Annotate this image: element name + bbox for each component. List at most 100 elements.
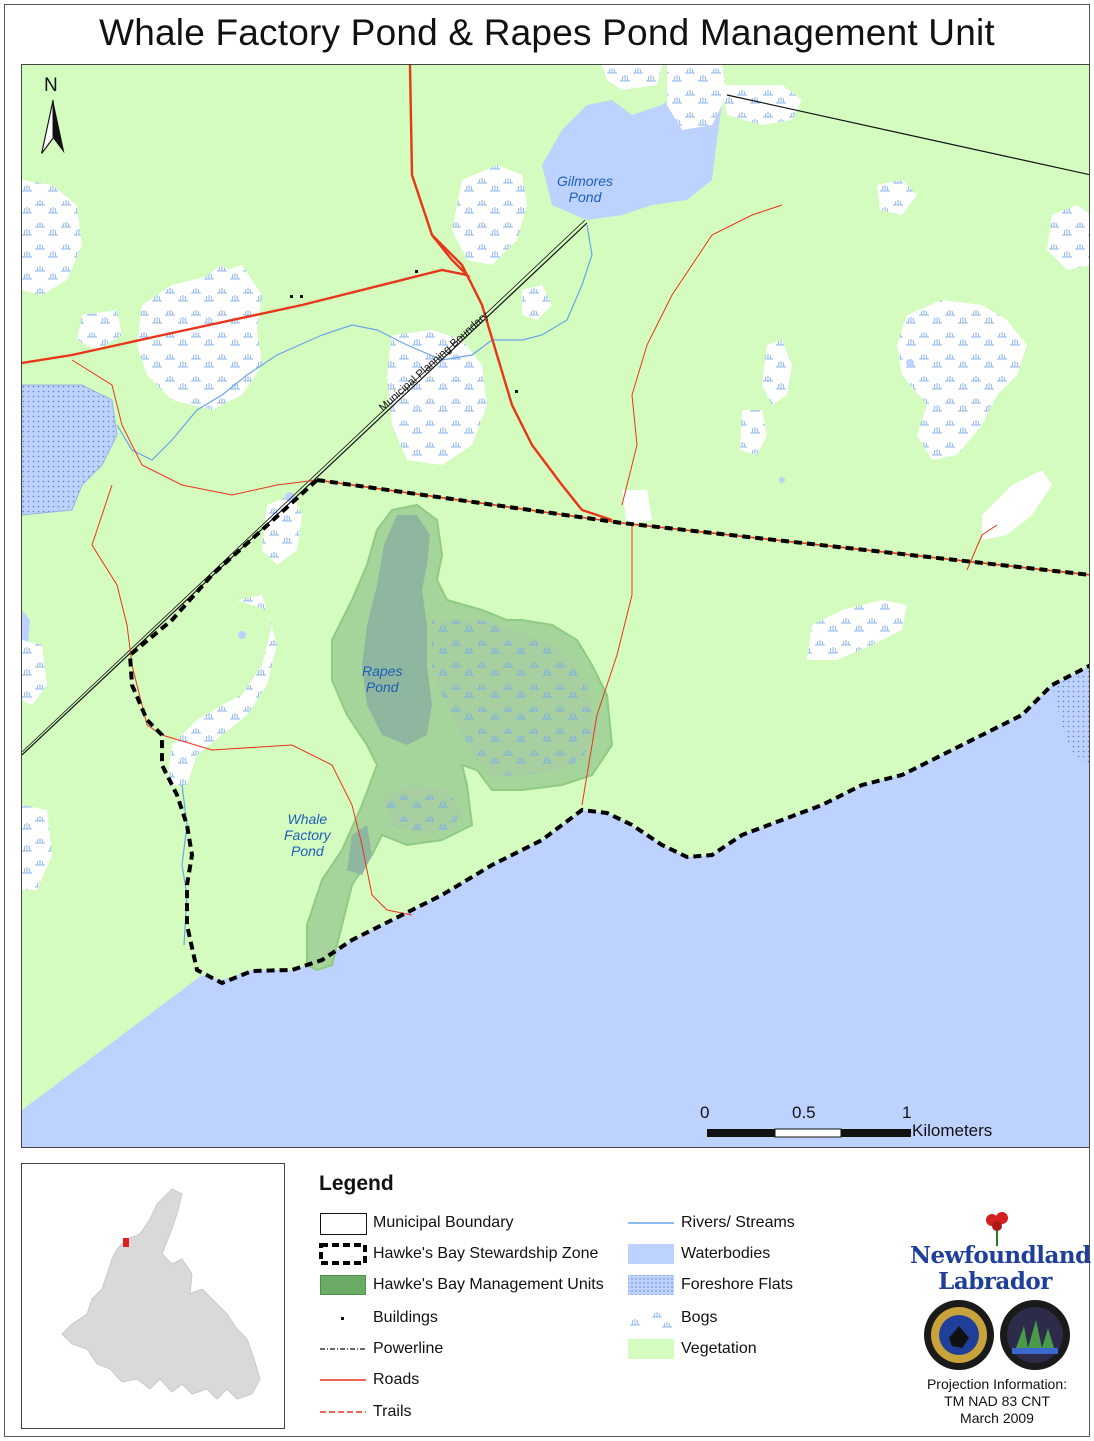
- location-marker: [123, 1238, 129, 1247]
- ocean: [22, 666, 1089, 1147]
- legend-item-bogs: Bogs: [627, 1305, 717, 1331]
- north-label: N: [44, 75, 58, 96]
- legend-item-roads: Roads: [319, 1367, 419, 1393]
- legend-label: Rivers/ Streams: [681, 1214, 795, 1231]
- building: [415, 270, 418, 273]
- building: [515, 390, 518, 393]
- management-unit-bog: [432, 620, 597, 777]
- bog: [522, 285, 552, 320]
- legend-label: Powerline: [373, 1340, 444, 1357]
- dashed-box-icon: [319, 1243, 367, 1265]
- bog: [22, 180, 82, 295]
- green-fill-icon: [319, 1274, 367, 1296]
- bog: [667, 65, 727, 130]
- provincial-seal-icon: [924, 1300, 994, 1370]
- bog: [722, 85, 802, 125]
- legend-item-powerline: Powerline: [319, 1336, 443, 1362]
- legend-item-management-units: Hawke's Bay Management Units: [319, 1272, 604, 1298]
- road: [431, 234, 613, 522]
- north-arrow-icon: [41, 99, 65, 154]
- green-light-fill-icon: [627, 1338, 675, 1360]
- box-outline-icon: [319, 1212, 367, 1235]
- newfoundland-labrador-logo: Newfoundland Labrador: [910, 1210, 1091, 1430]
- road: [22, 65, 471, 365]
- bog: [1047, 205, 1089, 270]
- legend-item-rivers: Rivers/ Streams: [627, 1210, 795, 1236]
- bog: [740, 410, 767, 455]
- legend-title: Legend: [319, 1172, 394, 1195]
- red-line-icon: [319, 1369, 367, 1391]
- bog: [602, 65, 662, 90]
- dot-icon: [319, 1307, 367, 1329]
- legend-item-stewardship-zone: Hawke's Bay Stewardship Zone: [319, 1241, 598, 1267]
- legend-label: Municipal Boundary: [373, 1214, 514, 1231]
- municipal-boundary-line: [22, 219, 586, 753]
- bog: [137, 265, 262, 410]
- bog: [207, 265, 237, 300]
- whale-factory-pond-label: Whale Factory Pond: [284, 811, 331, 859]
- trail: [581, 525, 633, 806]
- red-dashed-line-icon: [319, 1401, 367, 1423]
- legend-label: Trails: [373, 1403, 412, 1420]
- wildlife-seal-icon: [1000, 1300, 1070, 1370]
- river: [181, 784, 188, 946]
- small-water: [779, 477, 785, 483]
- projection-info: Projection Information: TM NAD 83 CNT Ma…: [906, 1376, 1088, 1427]
- scale-bar: [707, 1128, 911, 1138]
- foreshore-flats: [1052, 670, 1089, 764]
- scale-unit: Kilometers: [912, 1121, 993, 1140]
- powerline: [726, 94, 1089, 176]
- scale-tick-0: 0: [700, 1103, 710, 1122]
- trail: [621, 204, 783, 506]
- legend-item-vegetation: Vegetation: [627, 1336, 757, 1362]
- building: [290, 295, 293, 298]
- map-view[interactable]: Gilmores Pond Rapes Pond Whale Factory P…: [21, 64, 1090, 1148]
- legend-label: Foreshore Flats: [681, 1276, 794, 1293]
- legend-item-foreshore-flats: Foreshore Flats: [627, 1272, 793, 1298]
- river: [116, 224, 593, 461]
- legend-label: Buildings: [373, 1309, 438, 1326]
- scale-tick-1: 1: [902, 1103, 912, 1122]
- blue-line-icon: [627, 1212, 675, 1234]
- trail: [71, 359, 318, 496]
- legend-label: Bogs: [681, 1309, 718, 1326]
- legend-item-trails: Trails: [319, 1399, 412, 1425]
- map-canvas: [22, 65, 1089, 1147]
- bog: [807, 600, 907, 660]
- road: [316, 479, 1089, 576]
- inset-map: [21, 1163, 285, 1429]
- bog: [762, 340, 792, 405]
- legend-item-buildings: Buildings: [319, 1305, 438, 1331]
- small-water: [906, 359, 914, 367]
- logo-line1: Newfoundland: [910, 1242, 1091, 1269]
- bog: [897, 300, 1027, 460]
- bog: [167, 595, 277, 785]
- legend-label: Hawke's Bay Management Units: [373, 1276, 604, 1293]
- bog: [22, 805, 52, 890]
- small-water: [238, 631, 246, 639]
- stewardship-zone-boundary: [127, 478, 1089, 986]
- bog: [622, 490, 652, 525]
- projection-line2: TM NAD 83 CNT: [944, 1393, 1050, 1409]
- bog: [22, 640, 47, 705]
- legend-label: Hawke's Bay Stewardship Zone: [373, 1245, 599, 1262]
- bog: [877, 180, 917, 215]
- management-unit-bog: [382, 785, 462, 835]
- bog: [452, 165, 527, 265]
- rapes-pond: [362, 515, 432, 745]
- bog: [982, 470, 1052, 540]
- legend-label: Vegetation: [681, 1340, 757, 1357]
- legend-label: Roads: [373, 1371, 420, 1388]
- left-pond: [22, 384, 118, 516]
- logo-line2: Labrador: [938, 1268, 1052, 1295]
- legend-item-municipal-boundary: Municipal Boundary: [319, 1210, 514, 1236]
- pitcher-plant-icon: [986, 1212, 1008, 1246]
- bog: [77, 310, 122, 350]
- blue-fill-icon: [627, 1243, 675, 1265]
- bog: [262, 495, 302, 565]
- legend-label: Waterbodies: [681, 1245, 771, 1262]
- gilmores-pond-label: Gilmores Pond: [557, 173, 614, 205]
- dash-dot-line-icon: [319, 1338, 367, 1360]
- trail: [91, 484, 413, 916]
- building: [300, 295, 303, 298]
